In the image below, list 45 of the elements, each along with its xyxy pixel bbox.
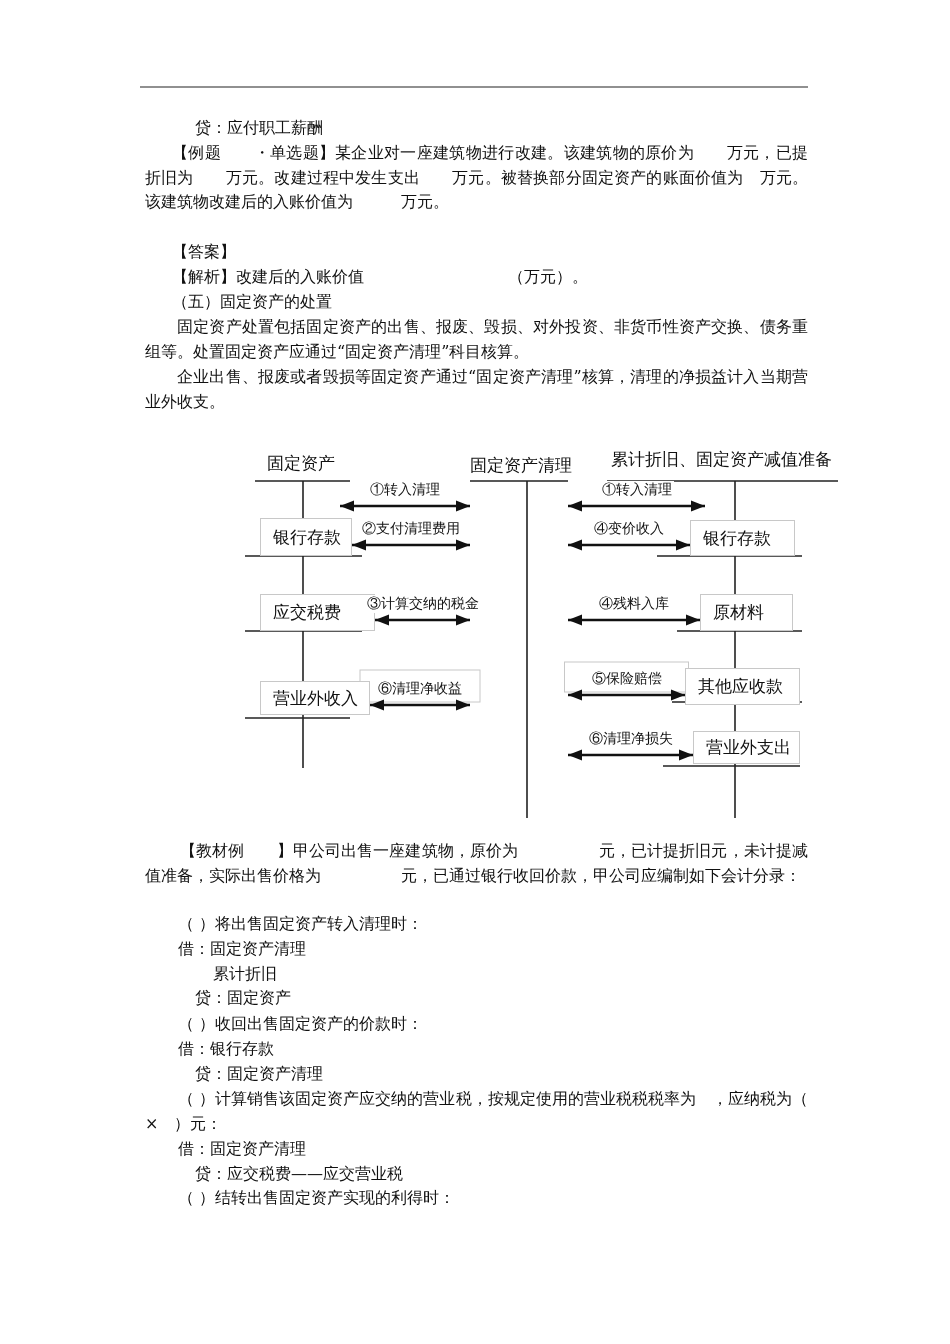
- double-arrow: [568, 539, 690, 551]
- double-arrow: [375, 614, 470, 626]
- account-box: 其他应收款: [685, 668, 800, 705]
- double-arrow: [568, 749, 693, 761]
- edge-label: ②支付清理费用: [360, 520, 462, 538]
- paragraph: 贷：应交税费——应交营业税: [195, 1163, 404, 1185]
- double-arrow: [352, 539, 470, 551]
- account-title: 固定资产: [266, 452, 336, 475]
- account-box: 银行存款: [690, 520, 795, 556]
- paragraph: 【例题 ・单选题】某企业对一座建筑物进行改建。该建筑物的原价为 万元，已提折旧为 万元。改建过程中发生支出 万元。被替换部分固定资产的账面价值为 万元。该建筑物改建后的入账价值为 万元。: [145, 142, 808, 213]
- edge-label: ①转入清理: [599, 481, 674, 499]
- edge-label: ⑥清理净收益: [376, 680, 464, 698]
- paragraph: （ ）计算销售该固定资产应交纳的营业税，按规定使用的营业税税税率为 ，应纳税为（ × ）元：: [145, 1088, 808, 1135]
- double-arrow: [370, 699, 470, 711]
- account-box: 银行存款: [260, 518, 352, 556]
- paragraph: （五）固定资产的处置: [171, 291, 333, 313]
- paragraph: 借：固定资产清理: [178, 1138, 307, 1160]
- edge-label: ①转入清理: [368, 481, 442, 499]
- account-box: 原材料: [700, 594, 793, 631]
- edge-label: ③计算交纳的税金: [364, 595, 481, 613]
- account-box: 营业外收入: [260, 681, 370, 715]
- edge-label: ⑤保险赔偿: [589, 670, 664, 688]
- edge-label: ④残料入库: [597, 595, 671, 613]
- double-arrow: [568, 689, 685, 701]
- account-box: 营业外支出: [693, 731, 800, 764]
- paragraph: （ ）将出售固定资产转入清理时：: [178, 913, 425, 935]
- paragraph: 累计折旧: [213, 963, 278, 985]
- paragraph: 贷：应付职工薪酬: [195, 117, 324, 139]
- edge-label: ⑥清理净损失: [586, 730, 675, 748]
- double-arrow: [568, 614, 700, 626]
- paragraph: 贷：固定资产清理: [195, 1063, 324, 1085]
- account-title: 累计折旧、固定资产减值准备: [609, 448, 833, 471]
- paragraph: （ ）收回出售固定资产的价款时：: [178, 1013, 425, 1035]
- paragraph: 固定资产处置包括固定资产的出售、报废、毁损、对外投资、非货币性资产交换、债务重组等。处置固定资产应通过“固定资产清理”科目核算。: [145, 316, 808, 363]
- paragraph: 借：固定资产清理: [178, 938, 307, 960]
- double-arrow: [568, 500, 705, 512]
- paragraph: 企业出售、报废或者毁损等固定资产通过“固定资产清理”核算，清理的净损益计入当期营业外收支。: [145, 366, 808, 413]
- paragraph: 【解析】改建后的入账价值 （万元）。: [171, 266, 589, 288]
- paragraph: 贷：固定资产: [195, 987, 292, 1009]
- paragraph: 借：银行存款: [178, 1038, 275, 1060]
- paragraph: 【答案】: [171, 241, 237, 263]
- double-arrow: [340, 500, 470, 512]
- paragraph: （ ）结转出售固定资产实现的利得时：: [178, 1187, 457, 1209]
- paragraph: 【教材例 】甲公司出售一座建筑物，原价为 元，已计提折旧元，未计提减值准备，实际出售价格为 元，已通过银行收回价款，甲公司应编制如下会计分录：: [145, 840, 808, 887]
- edge-label: ④变价收入: [592, 520, 666, 538]
